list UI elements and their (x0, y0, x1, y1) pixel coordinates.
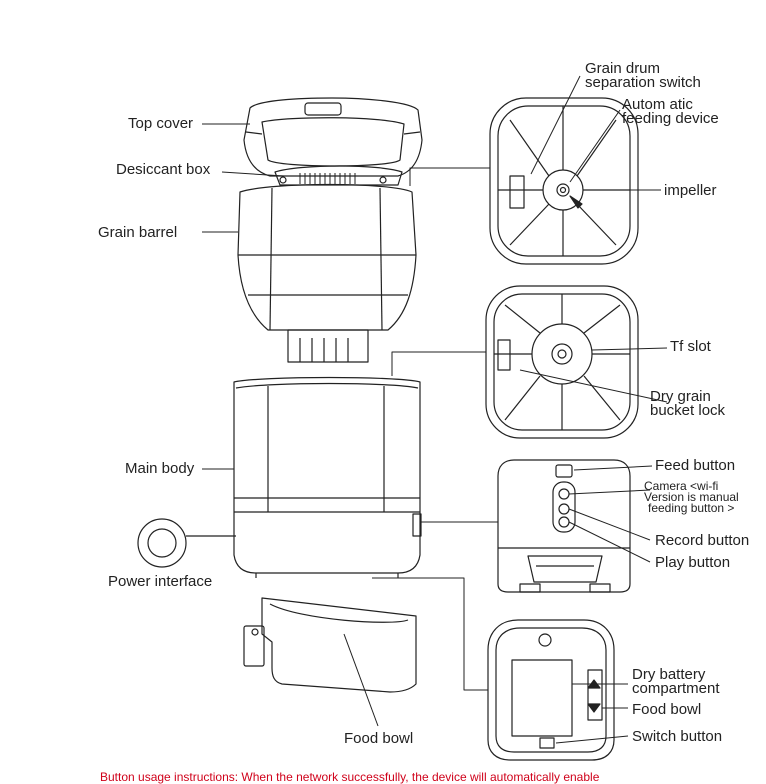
top-view-tf-slot-drawing (485, 285, 639, 439)
label-dry-battery-line2: compartment (632, 680, 720, 697)
label-dry-grain-line2: bucket lock (650, 402, 726, 419)
label-camera-line3: feeding button > (648, 501, 735, 515)
label-grain-drum-line2: separation switch (585, 74, 701, 91)
label-dry-grain-line1: Dry grain (650, 388, 711, 405)
label-play-button: Play button (655, 554, 731, 571)
label-dry-grain-bucket-lock: Dry grain bucket lock (650, 388, 726, 419)
label-camera-line2: Version is manual (644, 490, 739, 504)
label-camera-line1: Camera <wi-fi (644, 479, 719, 493)
food-bowl-left-drawing (243, 597, 417, 693)
label-camera-note: Camera <wi-fi Version is manual feeding … (644, 479, 739, 515)
label-automatic-feeding-device: Autom atic feeding device (622, 96, 719, 127)
label-dry-battery-line1: Dry battery (632, 666, 706, 683)
desiccant-box-drawing (274, 165, 403, 186)
main-body-drawing (233, 376, 422, 578)
label-grain-drum-switch: Grain drum separation switch (585, 60, 701, 91)
footer-note: Button usage instructions: When the netw… (100, 770, 600, 784)
label-dry-battery-compartment: Dry battery compartment (632, 666, 720, 697)
label-desiccant-box: Desiccant box (116, 161, 211, 178)
label-food-bowl-left: Food bowl (344, 730, 414, 747)
label-record-button: Record button (655, 532, 750, 549)
label-main-body: Main body (125, 460, 195, 477)
label-tf-slot: Tf slot (670, 338, 711, 355)
label-switch-button: Switch button (632, 728, 723, 745)
top-view-impeller-drawing (489, 97, 639, 265)
label-food-bowl-right: Food bowl (632, 701, 702, 718)
front-view-buttons-drawing (497, 459, 631, 593)
label-power-interface: Power interface (108, 573, 213, 590)
power-interface-drawing (137, 518, 236, 568)
bottom-view-drawing (487, 619, 615, 761)
label-top-cover: Top cover (128, 115, 194, 132)
label-grain-drum-line1: Grain drum (585, 60, 661, 77)
grain-barrel-drawing (237, 183, 417, 363)
top-cover-drawing (243, 97, 423, 177)
connector-lines (372, 167, 498, 691)
label-feed-button: Feed button (655, 457, 736, 474)
label-impeller: impeller (664, 182, 717, 199)
label-auto-feed-line2: feeding device (622, 110, 719, 127)
leader-lines (202, 75, 668, 744)
label-auto-feed-line1: Autom atic (622, 96, 693, 113)
label-grain-barrel: Grain barrel (98, 224, 178, 241)
